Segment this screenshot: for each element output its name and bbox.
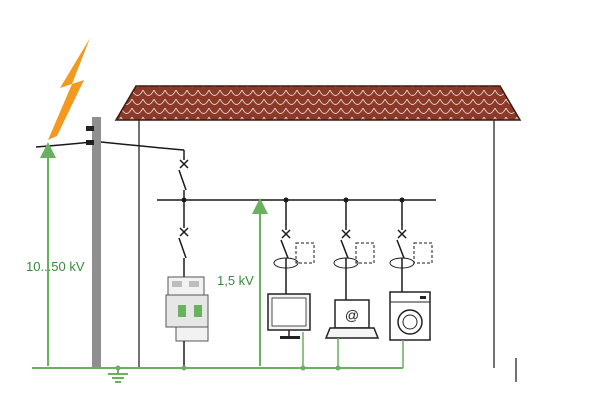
monitor-icon <box>267 293 311 368</box>
house <box>138 118 517 382</box>
wiring <box>157 150 436 300</box>
roof <box>114 85 522 121</box>
utility-pole <box>86 117 101 368</box>
ground-conductor <box>32 338 404 374</box>
surge-protection-device-icon <box>165 276 209 368</box>
laptop-icon: @ <box>324 299 380 339</box>
installation-voltage-label: 1,5 kV <box>217 273 254 288</box>
line-voltage-label: 10...50 kV <box>26 259 85 274</box>
lightning-bolt-icon <box>48 38 90 140</box>
svg-text:@: @ <box>345 307 359 323</box>
washing-machine-icon <box>389 291 431 341</box>
ground-icon <box>108 373 128 383</box>
junction-dots <box>181 197 405 203</box>
overhead-line <box>35 141 185 151</box>
residual-current-devices <box>273 242 433 269</box>
